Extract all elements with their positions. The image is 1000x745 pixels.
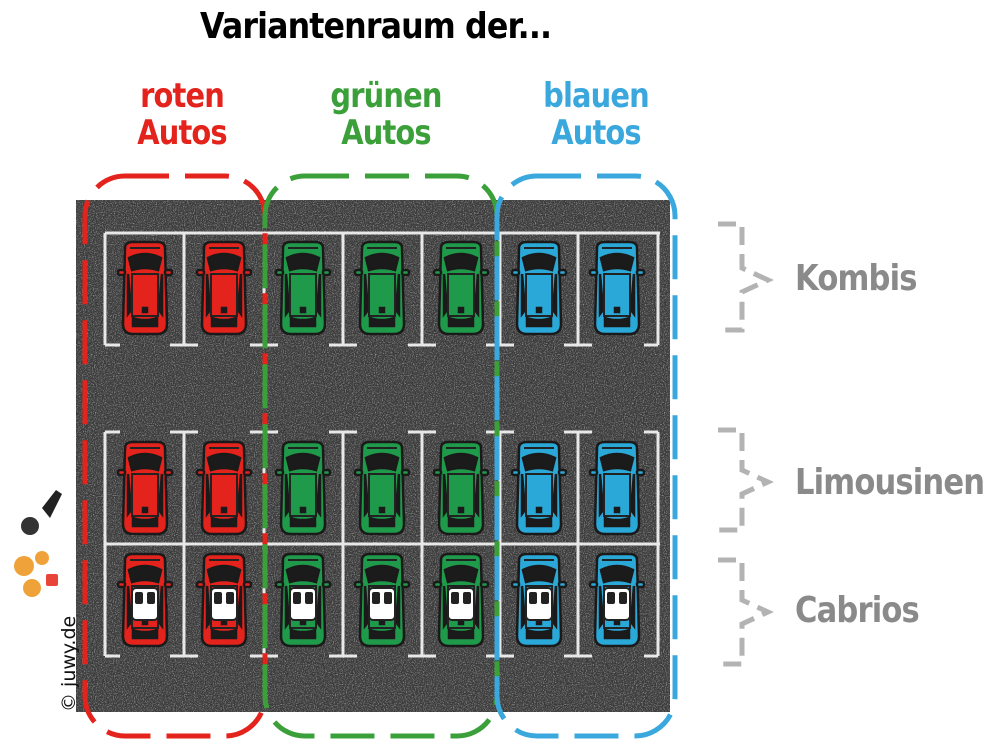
car-limousine-blue-6 bbox=[510, 440, 568, 536]
car-limousine-green-4 bbox=[353, 440, 411, 536]
group-label-red-line2: Autos bbox=[137, 113, 227, 153]
logo-dot-orange bbox=[14, 556, 34, 576]
copyright-credit: © juwy.de bbox=[58, 615, 80, 712]
row-label-cabrios: Cabrios bbox=[795, 590, 920, 631]
group-label-green: grünen Autos bbox=[296, 78, 476, 152]
group-label-green-line1: grünen bbox=[330, 76, 442, 116]
cabrio-open-top bbox=[525, 587, 553, 621]
car-limousine-blue-7 bbox=[588, 440, 646, 536]
logo-square-red bbox=[46, 574, 58, 586]
cabrios-brace bbox=[718, 557, 774, 667]
group-label-blue-line2: Autos bbox=[551, 113, 641, 153]
car-kombi-blue-6 bbox=[510, 240, 568, 336]
car-cabrio-blue-7 bbox=[588, 552, 646, 648]
kombis-brace bbox=[718, 221, 774, 333]
car-limousine-green-3 bbox=[274, 440, 332, 536]
car-kombi-green-4 bbox=[353, 240, 411, 336]
cabrio-open-top bbox=[603, 587, 631, 621]
car-kombi-red-2 bbox=[195, 240, 253, 336]
group-label-green-line2: Autos bbox=[341, 113, 431, 153]
page-title: Variantenraum der... bbox=[200, 6, 552, 47]
limousinen-brace bbox=[718, 427, 774, 533]
logo-mark bbox=[42, 490, 62, 518]
row-label-limousinen: Limousinen bbox=[795, 462, 985, 503]
cabrio-open-top bbox=[289, 587, 317, 621]
cabrio-open-top bbox=[368, 587, 396, 621]
car-limousine-red-2 bbox=[195, 440, 253, 536]
car-cabrio-green-3 bbox=[274, 552, 332, 648]
row-braces bbox=[718, 221, 774, 667]
car-cabrio-green-4 bbox=[353, 552, 411, 648]
group-label-red: roten Autos bbox=[92, 78, 272, 152]
car-cabrio-green-5 bbox=[432, 552, 490, 648]
cabrio-open-top bbox=[210, 587, 238, 621]
car-cabrio-blue-6 bbox=[510, 552, 568, 648]
logo-dot-orange-bottom bbox=[23, 579, 41, 597]
car-kombi-red-1 bbox=[116, 240, 174, 336]
group-label-blue-line1: blauen bbox=[543, 76, 650, 116]
car-limousine-green-5 bbox=[432, 440, 490, 536]
car-kombi-blue-7 bbox=[588, 240, 646, 336]
car-kombi-green-5 bbox=[432, 240, 490, 336]
car-cabrio-red-2 bbox=[195, 552, 253, 648]
parking-lines bbox=[103, 231, 660, 658]
cabrio-open-top bbox=[447, 587, 475, 621]
blue-group-outline bbox=[494, 173, 678, 739]
group-label-blue: blauen Autos bbox=[506, 78, 686, 152]
car-kombi-green-3 bbox=[274, 240, 332, 336]
logo-dot-orange-small bbox=[35, 551, 49, 565]
car-limousine-red-1 bbox=[116, 440, 174, 536]
group-label-red-line1: roten bbox=[140, 76, 225, 116]
cabrio-open-top bbox=[131, 587, 159, 621]
logo-avatar bbox=[21, 517, 39, 535]
row-label-kombis: Kombis bbox=[795, 258, 917, 299]
car-cabrio-red-1 bbox=[116, 552, 174, 648]
juwy-logo bbox=[14, 490, 62, 597]
